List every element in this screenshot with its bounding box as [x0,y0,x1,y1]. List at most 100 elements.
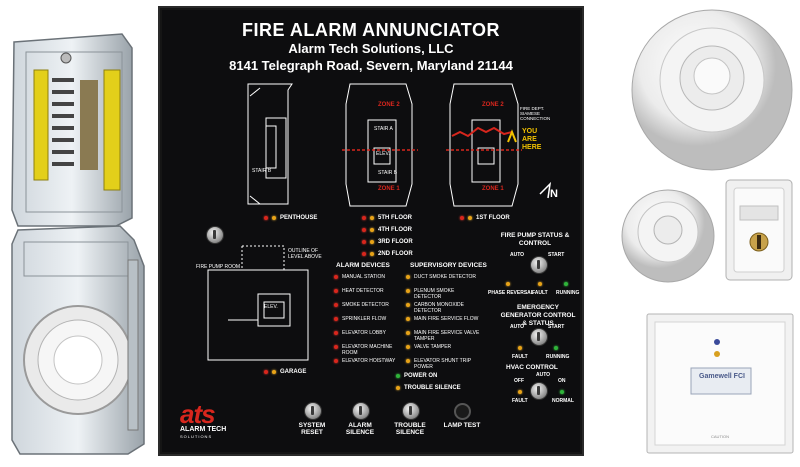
alarm-devices-header: ALARM DEVICES [336,262,390,269]
garage-label: GARAGE [280,369,307,375]
supervisory-devices-header: SUPERVISORY DEVICES [410,262,487,269]
fire-pump-header: FIRE PUMP STATUS & CONTROL [500,232,570,247]
stair-a-label: STAIR A [374,126,393,132]
3rd-floor-label: 3RD FLOOR [378,239,413,245]
logo-mark: ats [180,399,216,429]
trouble-silence-status-label: TROUBLE SILENCE [404,385,461,391]
trouble-silence-led [396,386,400,390]
supervisory-device-led [406,289,410,293]
hvac-key-switch[interactable] [530,382,548,400]
logo-line1: ALARM TECH [180,426,227,433]
2nd-floor-led [362,252,366,256]
outline-label: OUTLINE OF LEVEL ABOVE [288,248,322,260]
fire-pump-start-label: START [548,252,565,258]
alarm-silence-label: ALARM SILENCE [345,422,375,436]
penthouse-label: PENTHOUSE [280,215,318,221]
1st-floor-led-2 [468,216,472,220]
3rd-floor-led [362,240,366,244]
generator-start-label: START [548,324,565,330]
4th-floor-led [362,228,366,232]
fire-pump-room-label: FIRE PUMP ROOM [196,264,241,270]
supervisory-device-led [406,345,410,349]
supervisory-device-label: DUCT SMOKE DETECTOR [414,274,477,280]
alarm-device-led [334,275,338,279]
alarm-device-label: MANUAL STATION [342,274,385,280]
hvac-auto-label: AUTO [536,372,551,378]
zone2-label-right: ZONE 2 [482,102,504,108]
generator-running-led [554,346,558,350]
supervisory-device-led [406,359,410,363]
supervisory-device-label: ELEVATOR SHUNT TRIP POWER [414,358,471,370]
supervisory-device-led [406,275,410,279]
stair-b-label: STAIR B [378,170,398,176]
generator-fault-label: FAULT [512,354,528,360]
key-switch-station-image [725,179,793,281]
2nd-floor-led-2 [370,252,374,256]
generator-running-label: RUNNING [546,354,570,360]
hvac-on-label: ON [558,378,566,384]
system-reset-switch[interactable] [304,402,322,420]
fire-pump-auto-label: AUTO [510,252,525,258]
5th-floor-led [362,216,366,220]
4th-floor-led-2 [370,228,374,232]
penthouse-led [264,216,268,220]
zone2-label-mid: ZONE 2 [378,102,400,108]
alarm-device-label: ELEVATOR HOISTWAY [342,358,396,364]
hvac-header: HVAC CONTROL [506,364,558,371]
generator-key-switch[interactable] [530,328,548,346]
gamewell-brand: Gamewell FCI [699,373,745,380]
garage-led [264,370,268,374]
fire-pump-key-switch[interactable] [530,256,548,274]
power-on-led [396,374,400,378]
alarm-device-led [334,331,338,335]
lamp-test-label: LAMP TEST [443,422,481,429]
phase-reversal-led [506,282,510,286]
trouble-silence-switch[interactable] [402,402,420,420]
supervisory-device-label: VALVE TAMPER [414,344,452,350]
alarm-device-label: SPRINKLER FLOW [342,316,387,322]
supervisory-device-led [406,303,410,307]
zone1-label-mid: ZONE 1 [378,186,400,192]
gamewell-module-image [646,313,794,454]
supervisory-device-led [406,331,410,335]
elev-label-garage: ELEV. [264,304,278,310]
alarm-device-led [334,345,338,349]
elev-label: ELEV. [376,151,390,157]
panel-title: FIRE ALARM ANNUNCIATOR [242,20,500,40]
hvac-normal-led [560,390,564,394]
alarm-device-led [334,359,338,363]
fire-pump-running-led [564,282,568,286]
heat-detector-image [621,189,715,283]
supervisory-device-label: CARBON MONOXIDE DETECTOR [414,302,465,314]
supervisory-device-label: MAIN FIRE SERVICE FLOW [414,316,479,322]
logo-line2: SOLUTIONS [180,434,213,439]
alarm-device-label: HEAT DETECTOR [342,288,384,294]
hvac-fault-led [518,390,522,394]
4th-floor-label: 4TH FLOOR [378,227,412,233]
zone1-label-right: ZONE 1 [482,186,504,192]
ceiling-smoke-detector-image [631,9,793,171]
hvac-normal-label: NORMAL [552,398,574,404]
floor-plan-drawings [207,83,552,361]
fire-pump-running-label: RUNNING [556,290,580,296]
alarm-device-led [334,289,338,293]
power-on-label: POWER ON [404,373,438,379]
alarm-device-led [334,303,338,307]
supervisory-device-label: PLENUM SMOKE DETECTOR [414,288,455,300]
alarm-silence-switch[interactable] [352,402,370,420]
hvac-off-label: OFF [514,378,524,384]
phase-reversal-label: PHASE REVERSAL [488,290,534,296]
lamp-test-button[interactable] [454,403,471,420]
5th-floor-label: 5TH FLOOR [378,215,412,221]
generator-auto-label: AUTO [510,324,525,330]
trouble-silence-label: TROUBLE SILENCE [394,422,426,436]
fire-pump-fault-led [538,282,542,286]
generator-fault-led [518,346,522,350]
system-reset-label: SYSTEM RESET [298,422,326,436]
company-address: 8141 Telegraph Road, Severn, Maryland 21… [229,58,513,73]
1st-floor-led [460,216,464,220]
annunciator-key-switch[interactable] [206,226,224,244]
penthouse-led-2 [272,216,276,220]
supervisory-device-label: MAIN FIRE SERVICE VALVE TAMPER [414,330,480,342]
alarm-tech-logo: ats ALARM TECH SOLUTIONS [180,399,240,439]
